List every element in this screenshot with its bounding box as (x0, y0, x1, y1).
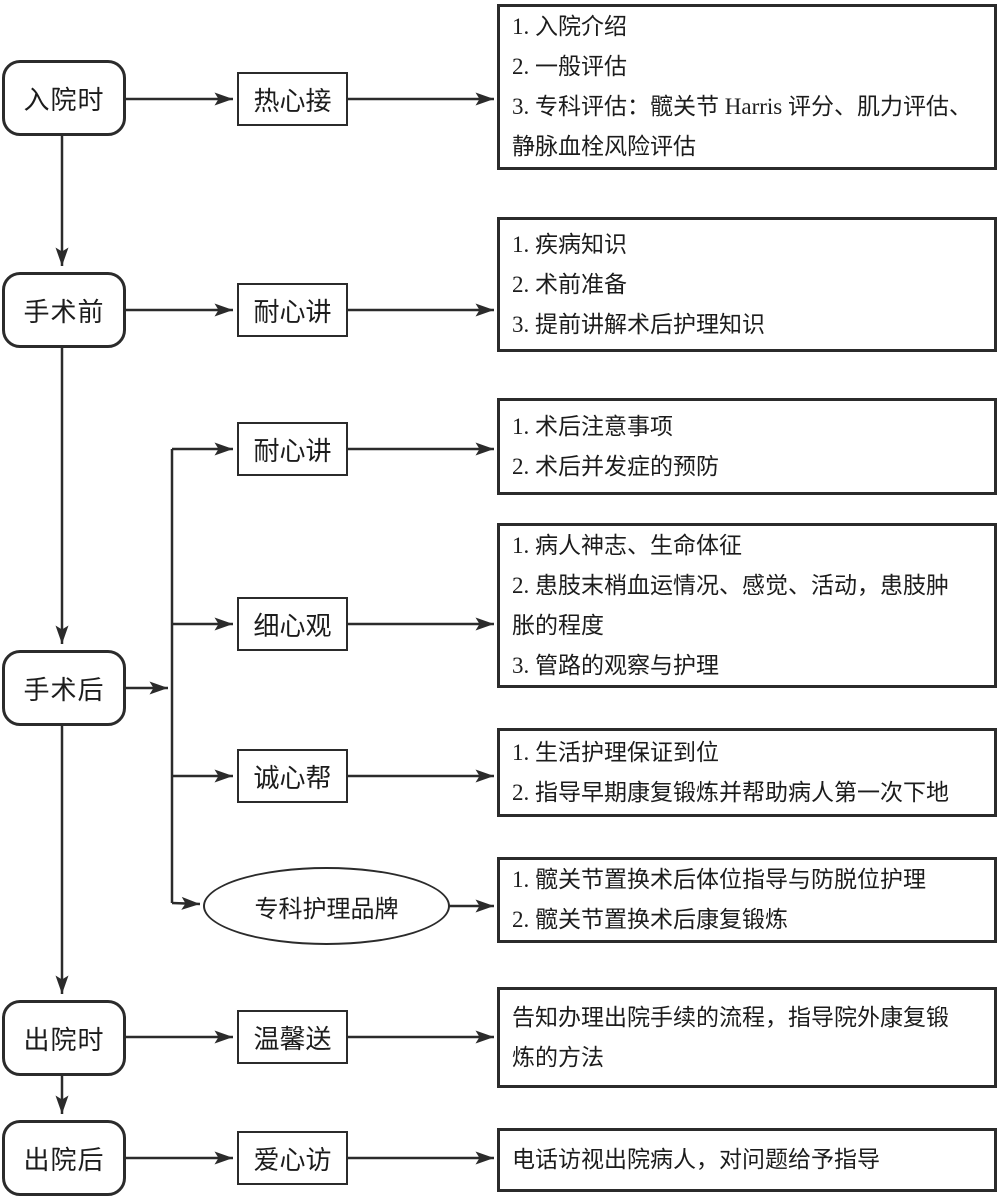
stage-admission-label: 入院时 (23, 85, 105, 115)
action-warm-sendoff-label: 温馨送 (253, 1024, 332, 1054)
stage-pre-surgery: 手术前 (2, 272, 126, 348)
detail-discharge-text: 告知办理出院手续的流程，指导院外康复锻 炼的方法 (512, 1004, 949, 1070)
stage-after-discharge-label: 出院后 (23, 1145, 105, 1175)
stage-after-discharge: 出院后 (2, 1120, 126, 1196)
detail-brand: 1. 髋关节置换术后体位指导与防脱位护理 2. 髋关节置换术后康复锻炼 (497, 857, 997, 943)
detail-observation-text: 1. 病人神志、生命体征 2. 患肢末梢血运情况、感觉、活动，患肢肿 胀的程度 … (512, 532, 949, 678)
action-sincere-help-label: 诚心帮 (253, 763, 332, 793)
stage-post-surgery: 手术后 (2, 650, 126, 726)
arrow-trunk-to-brand (171, 896, 201, 910)
action-patient-explain-postop: 耐心讲 (237, 422, 348, 476)
action-warm-reception: 热心接 (237, 72, 348, 126)
action-caring-visit-label: 爱心访 (253, 1145, 332, 1175)
action-warm-sendoff: 温馨送 (237, 1010, 348, 1064)
stage-post-surgery-label: 手术后 (23, 675, 105, 705)
action-careful-observation: 细心观 (237, 597, 348, 651)
detail-after-discharge-text: 电话访视出院病人，对问题给予指导 (512, 1147, 880, 1172)
action-patient-explain-postop-label: 耐心讲 (253, 436, 332, 466)
action-patient-explain-preop: 耐心讲 (237, 283, 348, 337)
detail-admission-text: 1. 入院介绍 2. 一般评估 3. 专科评估：髋关节 Harris 评分、肌力… (512, 14, 972, 159)
detail-pre-surgery: 1. 疾病知识 2. 术前准备 3. 提前讲解术后护理知识 (497, 217, 997, 352)
detail-after-discharge: 电话访视出院病人，对问题给予指导 (497, 1128, 997, 1192)
detail-help-text: 1. 生活护理保证到位 2. 指导早期康复锻炼并帮助病人第一次下地 (512, 739, 949, 805)
stage-admission: 入院时 (2, 60, 126, 136)
detail-admission: 1. 入院介绍 2. 一般评估 3. 专科评估：髋关节 Harris 评分、肌力… (497, 4, 997, 170)
action-careful-observation-label: 细心观 (253, 611, 332, 641)
node-specialty-nursing-brand: 专科护理品牌 (203, 867, 450, 945)
stage-discharge: 出院时 (2, 1000, 126, 1076)
action-sincere-help: 诚心帮 (237, 749, 348, 803)
stage-discharge-label: 出院时 (23, 1025, 105, 1055)
action-warm-reception-label: 热心接 (253, 86, 332, 116)
detail-postop-explain: 1. 术后注意事项 2. 术后并发症的预防 (497, 398, 997, 495)
action-patient-explain-preop-label: 耐心讲 (253, 297, 332, 327)
detail-brand-text: 1. 髋关节置换术后体位指导与防脱位护理 2. 髋关节置换术后康复锻炼 (512, 867, 926, 932)
node-specialty-nursing-brand-label: 专科护理品牌 (254, 896, 399, 923)
detail-observation: 1. 病人神志、生命体征 2. 患肢末梢血运情况、感觉、活动，患肢肿 胀的程度 … (497, 523, 997, 688)
stage-pre-surgery-label: 手术前 (23, 297, 105, 327)
detail-discharge: 告知办理出院手续的流程，指导院外康复锻 炼的方法 (497, 987, 997, 1088)
detail-help: 1. 生活护理保证到位 2. 指导早期康复锻炼并帮助病人第一次下地 (497, 728, 997, 817)
action-caring-visit: 爱心访 (237, 1131, 348, 1185)
detail-postop-explain-text: 1. 术后注意事项 2. 术后并发症的预防 (512, 413, 719, 479)
detail-pre-surgery-text: 1. 疾病知识 2. 术前准备 3. 提前讲解术后护理知识 (512, 231, 765, 337)
